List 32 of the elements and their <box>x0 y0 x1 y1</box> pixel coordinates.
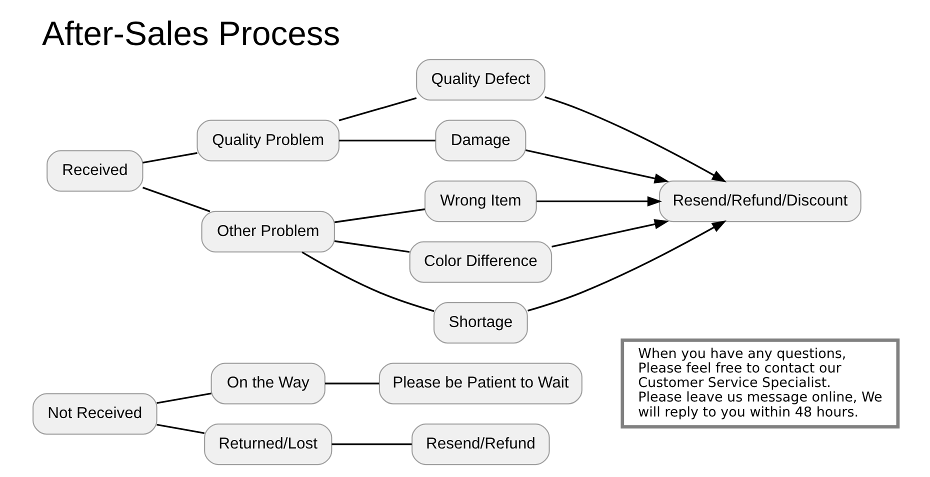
node-box: Not Received <box>32 392 157 434</box>
node-box: Quality Problem <box>196 119 340 161</box>
node-box: Wrong Item <box>424 180 536 222</box>
connector <box>156 423 204 434</box>
node-box: Resend/Refund <box>411 422 550 465</box>
connector <box>142 152 197 163</box>
arrow <box>536 196 662 206</box>
node-box: Damage <box>434 119 526 161</box>
node-box: Please be Patient to Wait <box>378 362 582 404</box>
node-box: When you have any questions, Please feel free to contact our Customer Service Specialist. Please leave us message online, We will reply to you within 48 hours. <box>620 338 900 428</box>
node-box: On the Way <box>210 362 325 404</box>
node-box: Color Difference <box>408 240 552 282</box>
node-box: Other Problem <box>200 210 335 252</box>
connector <box>156 392 211 404</box>
node-box: Quality Defect <box>416 58 545 100</box>
connector <box>331 442 412 445</box>
connector <box>324 382 379 384</box>
connector <box>338 96 416 121</box>
arrow <box>525 148 669 183</box>
arrow <box>527 220 726 312</box>
arrow <box>551 218 669 248</box>
connector <box>334 208 424 223</box>
connector <box>338 139 435 141</box>
node-box: Resend/Refund/Discount <box>658 180 861 222</box>
diagram-title: After-Sales Process <box>42 14 340 52</box>
connector <box>334 240 410 252</box>
node-box: Shortage <box>432 301 528 344</box>
connector <box>301 250 434 312</box>
connector <box>142 186 210 212</box>
node-box: Returned/Lost <box>204 422 332 465</box>
arrow <box>544 96 726 182</box>
node-box: Received <box>46 150 143 192</box>
